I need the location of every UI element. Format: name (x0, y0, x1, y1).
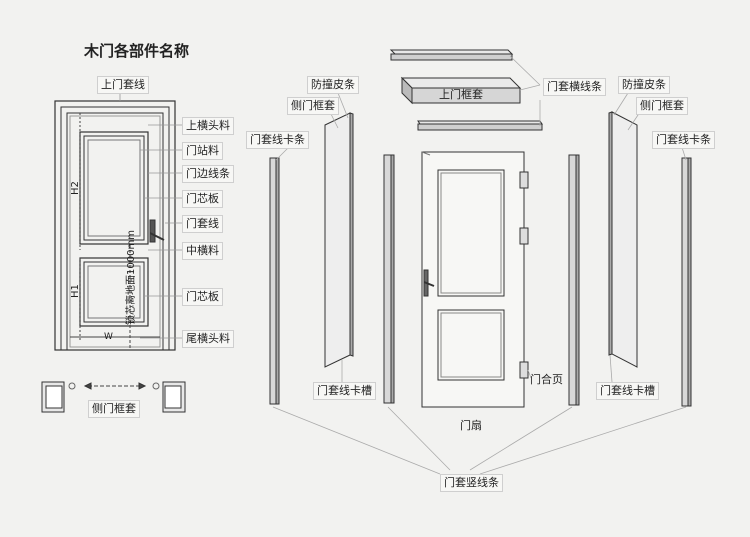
left-leaders (119, 92, 182, 339)
top-clip-bar (417, 120, 543, 131)
label-bottom-rail: 尾横头料 (182, 330, 234, 348)
label-top-frame: 上门框套 (439, 88, 483, 101)
label-vertical-strip: 门套竖线条 (440, 474, 503, 492)
label-top-casing-line: 上门套线 (97, 76, 149, 94)
label-right-groove: 门套线卡槽 (596, 382, 659, 400)
left-clip-piece (269, 157, 280, 405)
left-side-frame (324, 112, 354, 368)
top-casing-strip (389, 49, 514, 61)
dim-h2: H2 (70, 181, 81, 195)
label-stile: 门站料 (182, 142, 223, 160)
section-detail (41, 381, 186, 413)
label-left-side-frame: 侧门框套 (287, 97, 339, 115)
label-left-groove: 门套线卡槽 (313, 382, 376, 400)
label-hinge: 门合页 (530, 373, 563, 386)
label-panel-upper: 门芯板 (182, 190, 223, 208)
label-edge-molding: 门边线条 (182, 165, 234, 183)
label-left-clip: 门套线卡条 (246, 131, 309, 149)
page-title: 木门各部件名称 (84, 42, 190, 60)
label-middle-rail: 中横料 (182, 242, 223, 260)
dim-w: W (104, 332, 113, 342)
door-leaf (421, 151, 529, 408)
lock-height-note: 锁芯离地面1000mm (126, 230, 137, 325)
label-right-side-frame: 侧门框套 (636, 97, 688, 115)
label-right-anti-collision: 防撞皮条 (618, 76, 670, 94)
label-casing-line: 门套线 (182, 215, 223, 233)
label-door-leaf: 门扇 (460, 419, 482, 432)
right-vertical-strip (568, 154, 580, 406)
label-section-side-frame: 侧门框套 (88, 400, 140, 418)
label-top-casing-strip: 门套横线条 (543, 78, 606, 96)
label-right-clip: 门套线卡条 (652, 131, 715, 149)
label-top-rail: 上横头料 (182, 117, 234, 135)
top-frame (400, 76, 522, 105)
dim-h1: H1 (70, 284, 81, 298)
right-side-frame (608, 111, 638, 368)
label-left-anti-collision: 防撞皮条 (307, 76, 359, 94)
right-clip-piece (681, 157, 692, 407)
door-elevation (54, 100, 176, 351)
exploded-leaders (272, 55, 687, 475)
label-panel-lower: 门芯板 (182, 288, 223, 306)
left-vertical-strip (383, 154, 395, 404)
